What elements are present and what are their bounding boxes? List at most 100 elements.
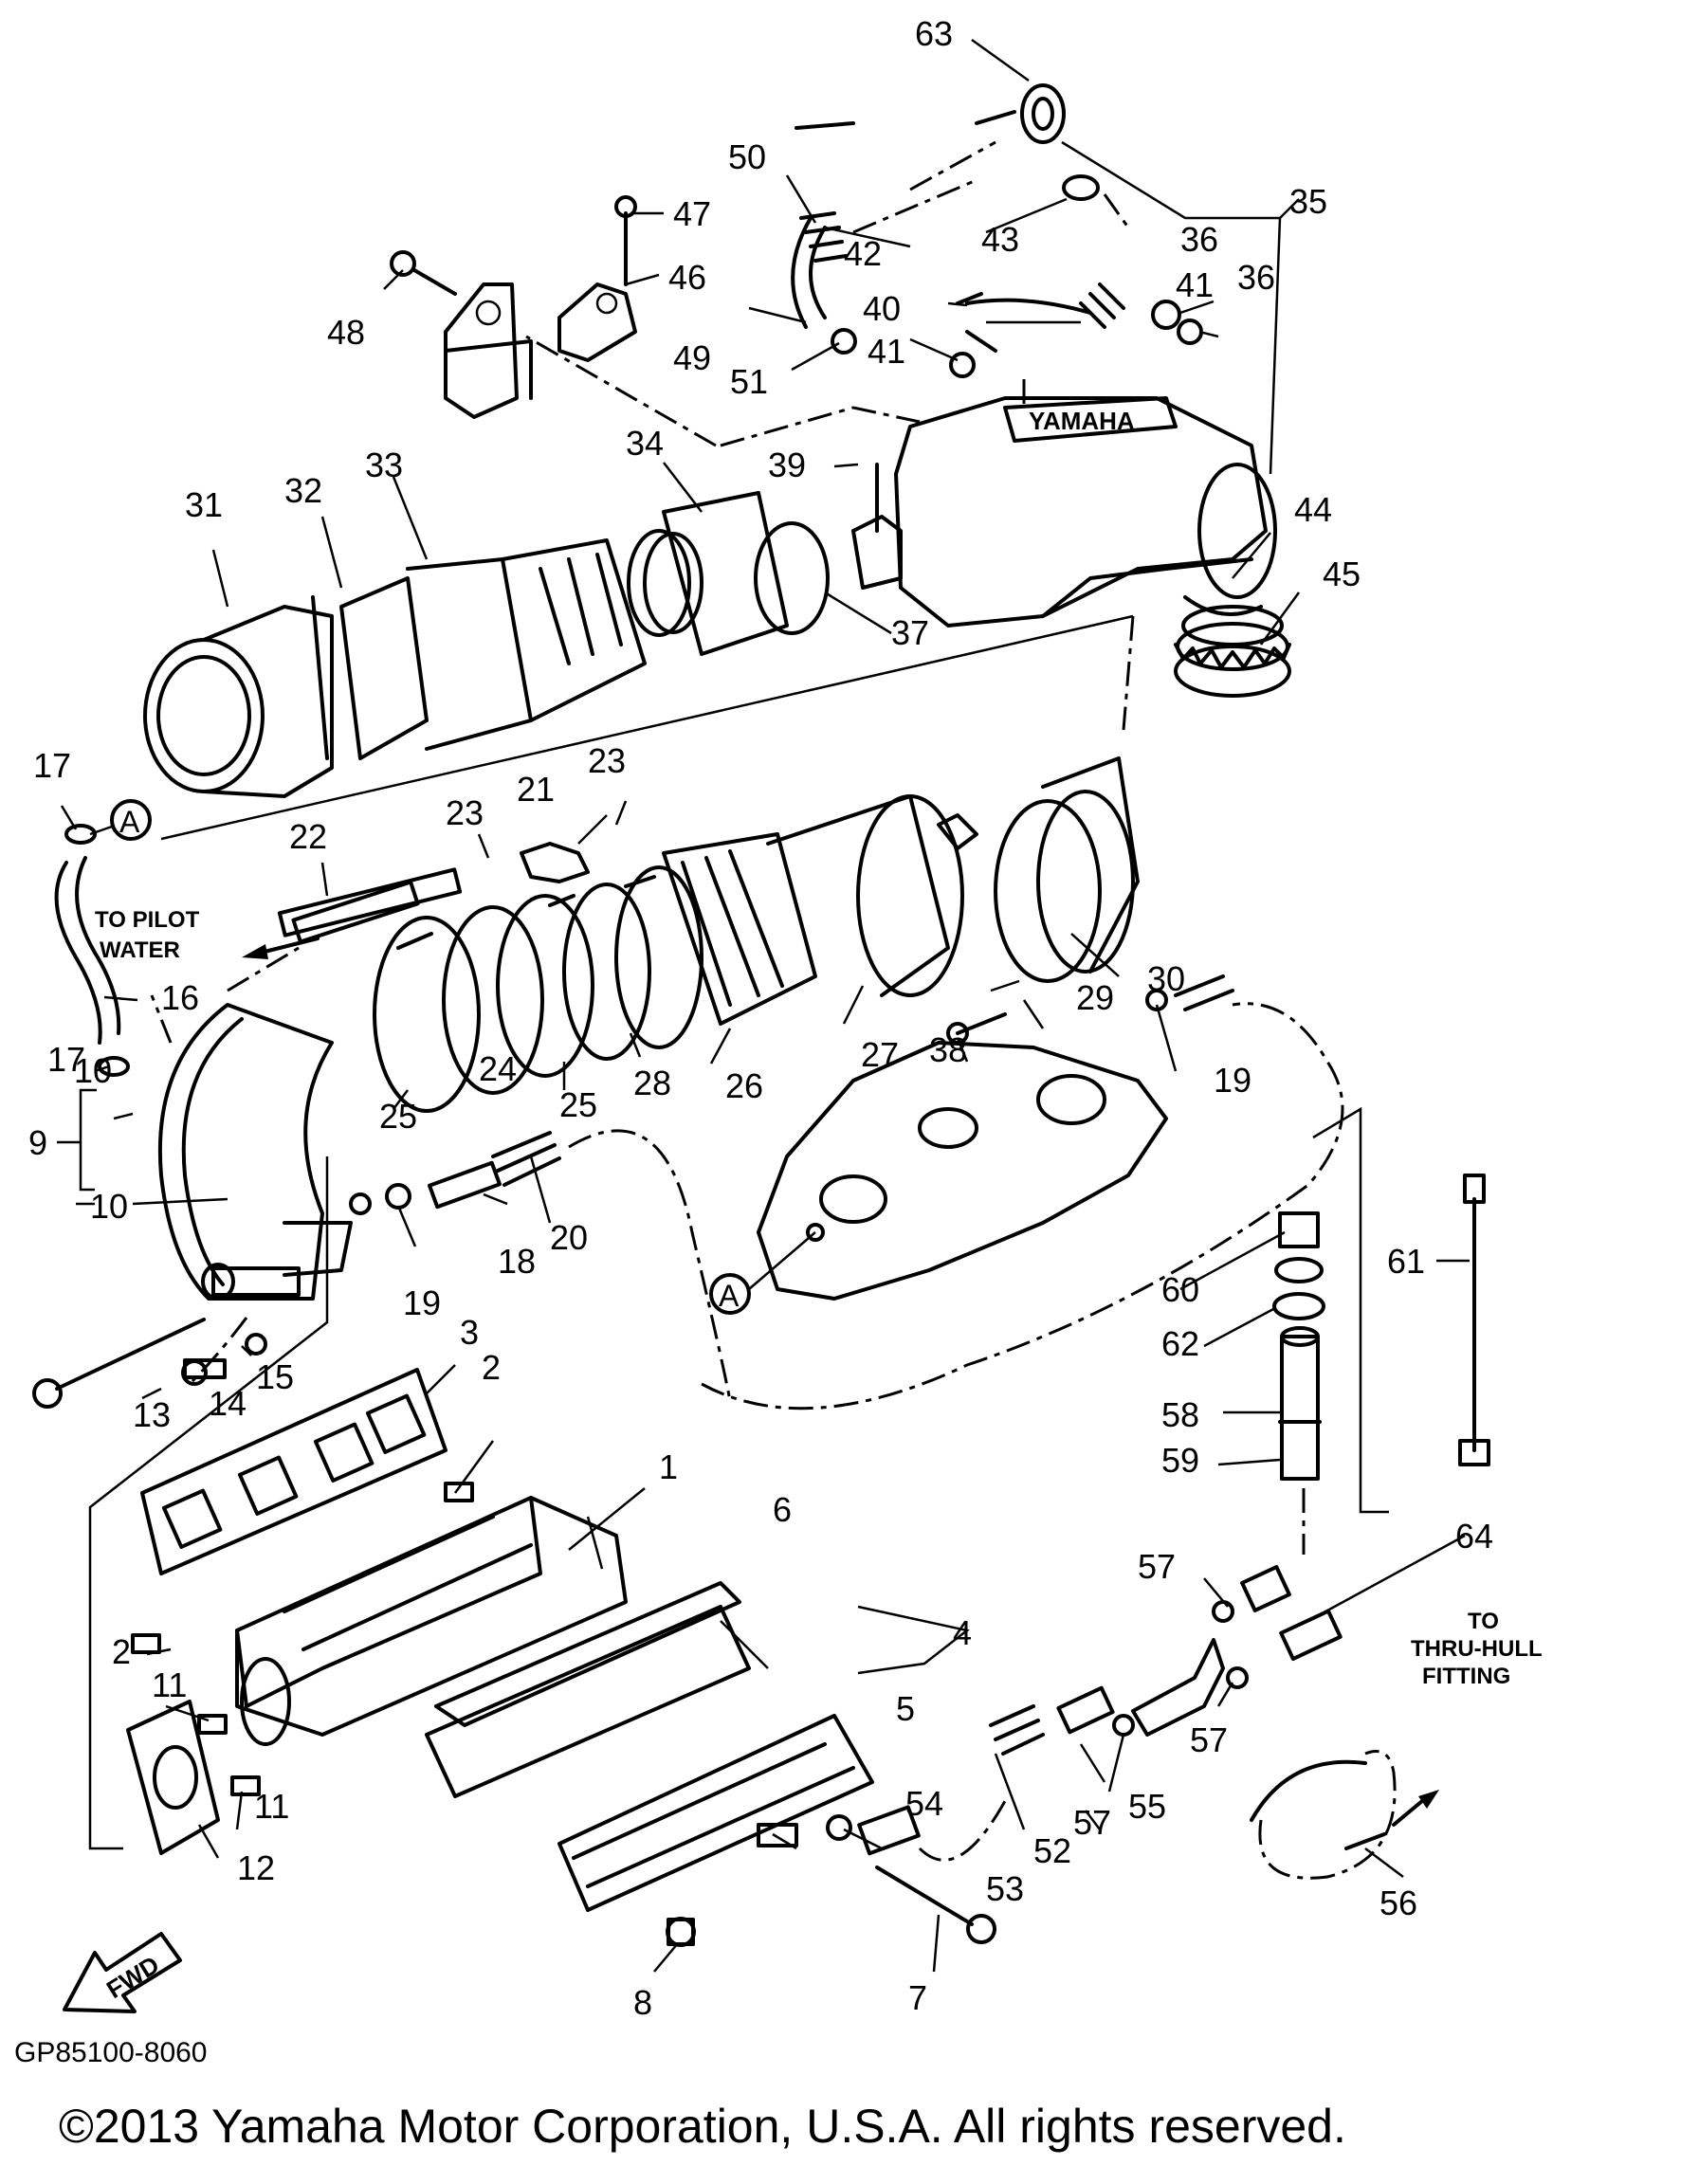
reference-a: A A xyxy=(89,799,816,1315)
callout-17-upper: 17 xyxy=(33,746,71,785)
callout-45: 45 xyxy=(1323,555,1361,593)
callout-4: 4 xyxy=(953,1613,972,1652)
fwd-label: FWD xyxy=(101,1950,164,2004)
callout-24: 24 xyxy=(479,1049,517,1088)
callout-37: 37 xyxy=(891,613,929,652)
callout-15: 15 xyxy=(256,1357,294,1396)
pilot-water-arrowhead xyxy=(242,944,268,959)
callout-1: 1 xyxy=(659,1447,678,1486)
callout-5: 5 xyxy=(896,1689,915,1728)
callout-52: 52 xyxy=(1033,1831,1071,1870)
callout-21: 21 xyxy=(517,770,555,809)
fwd-arrow: FWD xyxy=(63,1932,182,2013)
callout-60: 60 xyxy=(1161,1270,1199,1309)
callout-25-left: 25 xyxy=(379,1097,417,1136)
callout-numbers: 1 2 2 3 4 5 6 7 8 9 10 10 11 11 12 13 14… xyxy=(28,14,1493,2022)
callout-28: 28 xyxy=(633,1064,671,1102)
callout-56: 56 xyxy=(1379,1884,1417,1922)
upper-hoses xyxy=(791,83,1203,378)
callout-29: 29 xyxy=(1076,978,1114,1017)
callout-51: 51 xyxy=(730,362,768,401)
callout-13: 13 xyxy=(133,1395,171,1434)
exhaust-manifold xyxy=(126,1368,874,1912)
thru-hull-arrowhead xyxy=(1418,1790,1439,1809)
group-brackets xyxy=(57,140,1389,1850)
callout-47: 47 xyxy=(673,194,711,233)
copyright-notice: ©2013 Yamaha Motor Corporation, U.S.A. A… xyxy=(59,2100,1346,2153)
note-to-pilot-line1: TO PILOT xyxy=(95,907,200,933)
callout-25-right: 25 xyxy=(559,1085,597,1124)
pilot-water-hose xyxy=(54,824,463,1077)
callout-11-upper: 11 xyxy=(152,1665,187,1704)
callout-23-right: 23 xyxy=(588,741,626,780)
callout-19-right: 19 xyxy=(1214,1061,1251,1100)
callout-49: 49 xyxy=(673,338,711,377)
callout-23-left: 23 xyxy=(446,793,484,832)
callout-61: 61 xyxy=(1387,1242,1425,1281)
callout-50: 50 xyxy=(728,137,766,176)
callout-30: 30 xyxy=(1147,959,1185,998)
callout-57-right: 57 xyxy=(1190,1720,1228,1759)
callout-18: 18 xyxy=(498,1242,536,1281)
callout-9: 9 xyxy=(28,1123,47,1162)
exhaust-pipe-joints xyxy=(291,756,1140,1113)
assembly-lines xyxy=(150,140,1397,1880)
ref-a-upper: A xyxy=(119,805,140,839)
callout-16: 16 xyxy=(161,978,199,1017)
brand-label: YAMAHA xyxy=(1029,407,1135,435)
callout-2-lower: 2 xyxy=(112,1632,131,1671)
callout-48: 48 xyxy=(327,313,365,352)
callout-41-right: 41 xyxy=(1176,265,1214,304)
callout-7: 7 xyxy=(908,1978,927,2017)
leader-lines xyxy=(60,38,1470,1973)
callout-27: 27 xyxy=(861,1035,899,1074)
callout-10-upper: 10 xyxy=(74,1051,112,1090)
callout-44: 44 xyxy=(1294,490,1332,529)
callout-2-upper: 2 xyxy=(482,1348,501,1387)
callout-58: 58 xyxy=(1161,1395,1199,1434)
note-to-pilot-line2: WATER xyxy=(100,937,180,963)
callout-6: 6 xyxy=(773,1490,792,1529)
callout-17-lower: 17 xyxy=(47,1040,85,1079)
callout-19-lower: 19 xyxy=(403,1283,441,1322)
callout-64: 64 xyxy=(1455,1517,1493,1556)
callout-54: 54 xyxy=(905,1784,943,1823)
callout-36-upper: 36 xyxy=(1180,220,1218,259)
callout-41-left: 41 xyxy=(868,332,905,371)
callout-39: 39 xyxy=(768,446,806,484)
callout-40: 40 xyxy=(863,289,901,328)
callout-14: 14 xyxy=(209,1384,247,1423)
callout-3: 3 xyxy=(460,1313,479,1352)
ref-a-circle-upper xyxy=(110,799,152,841)
callout-12: 12 xyxy=(237,1848,275,1887)
manifold-fasteners xyxy=(666,1823,996,1947)
note-thru-hull-line1: TO xyxy=(1468,1609,1499,1634)
callout-62: 62 xyxy=(1161,1324,1199,1363)
callout-34: 34 xyxy=(626,424,664,463)
callout-22: 22 xyxy=(289,817,327,856)
callout-53: 53 xyxy=(986,1869,1024,1908)
callout-43: 43 xyxy=(981,220,1019,259)
ref-a-lower: A xyxy=(719,1279,740,1313)
bypass-water-line xyxy=(826,1565,1386,1856)
callout-32: 32 xyxy=(284,471,322,510)
callout-8: 8 xyxy=(633,1983,652,2022)
callout-57-lower: 57 xyxy=(1073,1803,1111,1842)
note-thru-hull-line3: FITTING xyxy=(1422,1664,1510,1689)
mounting-brackets xyxy=(390,195,637,419)
thru-hull-arrow xyxy=(1392,1799,1424,1827)
callout-55: 55 xyxy=(1128,1787,1166,1826)
exhaust-chamber: YAMAHA xyxy=(851,396,1291,698)
callout-63: 63 xyxy=(915,14,953,53)
exhaust-elbow xyxy=(157,1003,353,1301)
callout-26: 26 xyxy=(725,1066,763,1105)
rear-muffler-assembly xyxy=(143,491,830,798)
callout-35: 35 xyxy=(1289,182,1327,221)
callout-31: 31 xyxy=(185,485,223,524)
note-thru-hull-line2: THRU-HULL xyxy=(1411,1636,1543,1662)
callout-20: 20 xyxy=(550,1218,588,1257)
elbow-fasteners xyxy=(32,1318,267,1409)
callout-38: 38 xyxy=(929,1030,967,1069)
pilot-water-arrow xyxy=(259,937,320,955)
